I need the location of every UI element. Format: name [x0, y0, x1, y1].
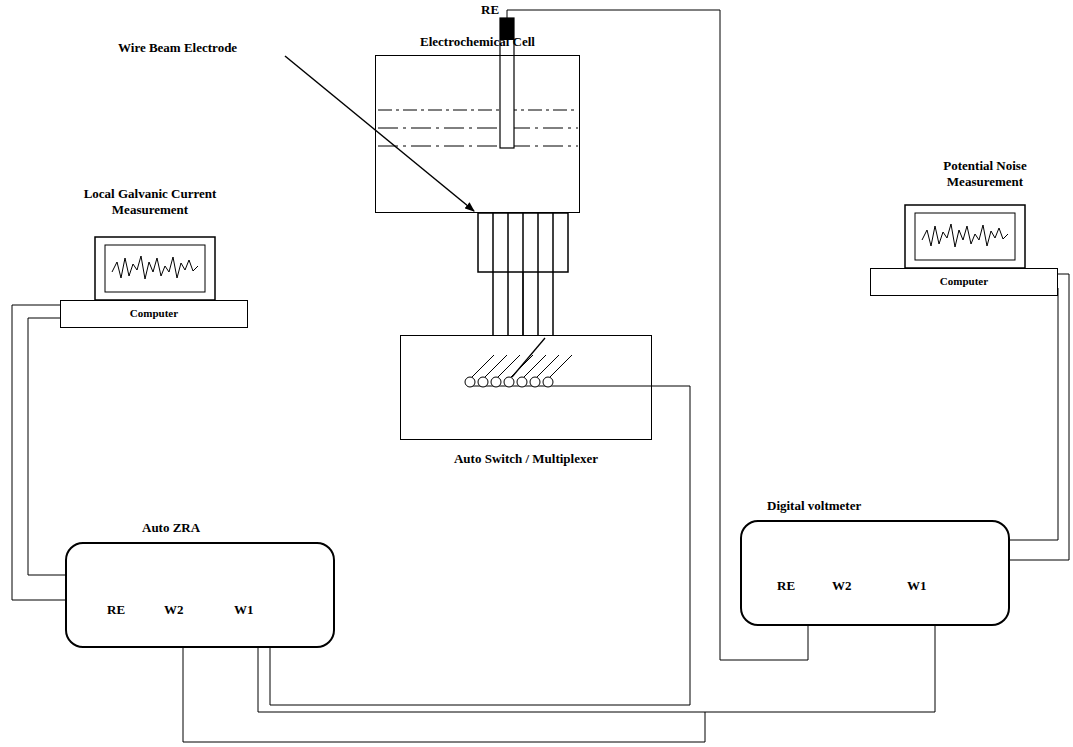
voltmeter-instrument: Digital voltmeterREW2W1: [740, 520, 1010, 626]
wire: [183, 648, 705, 742]
section-label: Potential Noise Measurement: [910, 158, 1060, 189]
computer-monitor: [905, 205, 1025, 268]
computer-monitor: [95, 237, 215, 300]
electrochemical-cell: Electrochemical Cell: [375, 55, 580, 213]
wire-connector: [12, 305, 65, 600]
terminal-label: RE: [107, 602, 125, 618]
leader-arrow: [285, 56, 474, 211]
computer-base: Computer: [870, 268, 1058, 296]
section-label: Local Galvanic Current Measurement: [50, 186, 250, 217]
switch-contacts: [465, 338, 652, 387]
terminal-label: W1: [907, 578, 927, 594]
wire-beam-electrode: [478, 213, 568, 335]
node-label: Computer: [871, 269, 1057, 294]
terminal-label: RE: [777, 578, 795, 594]
wire-connector: [258, 626, 935, 712]
wire: [12, 305, 65, 600]
heading: Auto ZRA: [142, 520, 200, 536]
terminal-label: W1: [234, 602, 254, 618]
wire: [270, 386, 690, 705]
terminal-label: W2: [832, 578, 852, 594]
node-label: Computer: [61, 301, 247, 326]
computer-base: Computer: [60, 300, 248, 328]
wire-connector: [1010, 274, 1069, 560]
heading: Electrochemical Cell: [376, 34, 579, 50]
multiplexer-box: Auto Switch / Multiplexer: [400, 335, 652, 440]
wire-connector: [523, 213, 524, 335]
callout-label: Wire Beam Electrode: [118, 40, 288, 56]
heading: Digital voltmeter: [767, 498, 861, 514]
zra-instrument: Auto ZRAREW2W1: [65, 542, 335, 648]
wire: [258, 626, 935, 712]
wire: [523, 213, 524, 335]
wire-connector: [270, 386, 690, 705]
liquid-level: [378, 110, 578, 146]
heading: Auto Switch / Multiplexer: [401, 451, 651, 467]
wire: [1010, 274, 1069, 560]
terminal-label: W2: [164, 602, 184, 618]
electrode-label: RE: [481, 2, 503, 18]
